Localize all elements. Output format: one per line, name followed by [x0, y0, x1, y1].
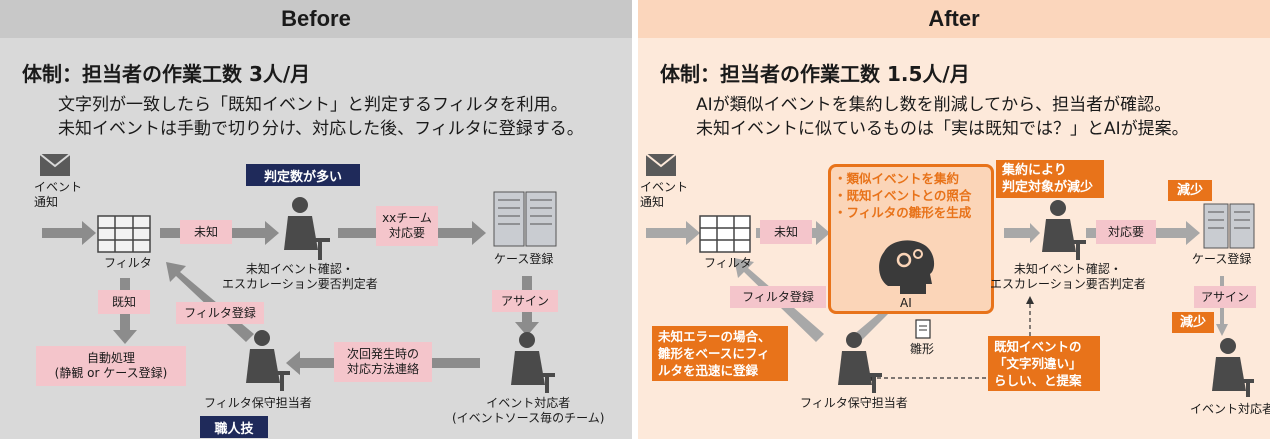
- callout-reduce: 集約により 判定対象が減少: [996, 160, 1104, 198]
- after-envelope-icon: [645, 153, 677, 176]
- callout-many: 判定数が多い: [246, 164, 360, 186]
- after-responder-label: イベント対応者: [1190, 402, 1270, 416]
- after-desc-1: AIが類似イベントを集約し数を削減してから、担当者が確認。: [696, 95, 1172, 115]
- document-icon: [915, 319, 931, 339]
- after-person-maintainer-icon: [838, 332, 882, 393]
- callout-unknown-err: 未知エラーの場合、 雛形をベースにフィ ルタを迅速に登録: [652, 326, 788, 381]
- before-case-label: ケース登録: [494, 252, 554, 266]
- after-case-label: ケース登録: [1192, 252, 1252, 266]
- after-person-confirm-icon: [1042, 200, 1086, 260]
- decrease-badge-2: 減少: [1172, 312, 1214, 333]
- after-panel: After 体制：担当者の作業工数 1.5人/月 AIが類似イベントを集約し数を…: [638, 0, 1270, 439]
- before-responder-label: イベント対応者 (イベントソース毎のチーム): [452, 396, 605, 425]
- after-unknown-box: 未知: [760, 220, 812, 244]
- after-filter-reg-box: フィルタ登録: [730, 286, 826, 308]
- callout-suggest: 既知イベントの 「文字列違い」 らしい、と提案: [988, 336, 1100, 391]
- before-unknown-box: 未知: [180, 220, 232, 244]
- ai-label: AI: [900, 296, 912, 310]
- person-confirm-icon: [284, 197, 330, 260]
- after-confirm-label: 未知イベント確認・ エスカレーション要否判定者: [990, 262, 1146, 291]
- ai-head-icon: [879, 240, 935, 294]
- xx-team-box: xxチーム 対応要: [376, 206, 438, 246]
- after-person-responder-icon: [1212, 338, 1254, 397]
- after-desc-2: 未知イベントに似ているものは「実は既知では？」とAIが提案。: [696, 119, 1189, 139]
- before-desc-1: 文字列が一致したら「既知イベント」と判定するフィルタを利用。: [58, 95, 568, 115]
- after-filter-label: フィルタ: [704, 256, 752, 270]
- before-desc-2: 未知イベントは手動で切り分け、対応した後、フィルタに登録する。: [58, 119, 584, 139]
- craft-badge: 職人技: [200, 416, 268, 438]
- known-box: 既知: [98, 290, 150, 314]
- server-icon: [493, 191, 557, 247]
- before-assign-box: アサイン: [492, 290, 558, 312]
- person-responder-icon: [511, 332, 555, 393]
- after-maintainer-label: フィルタ保守担当者: [800, 396, 908, 410]
- after-filter-grid-icon: [699, 215, 751, 253]
- auto-box: 自動処理 (静観 or ケース登録): [36, 346, 186, 386]
- next-time-box: 次回発生時の 対応方法連絡: [334, 342, 432, 382]
- panel-divider: [632, 0, 638, 439]
- before-maintainer-label: フィルタ保守担当者: [204, 396, 312, 410]
- after-assign-box: アサイン: [1194, 286, 1256, 308]
- ai-points: ・類似イベントを集約 ・既知イベントとの照合 ・フィルタの雛形を生成: [834, 171, 972, 220]
- after-event-label: イベント 通知: [640, 180, 689, 209]
- before-confirm-label: 未知イベント確認・ エスカレーション要否判定者: [222, 262, 378, 291]
- before-title: 体制：担当者の作業工数 3人/月: [22, 62, 311, 86]
- envelope-icon: [39, 153, 71, 176]
- before-header: Before: [0, 0, 632, 38]
- before-filter-label: フィルタ: [104, 256, 152, 270]
- after-title: 体制：担当者の作業工数 1.5人/月: [660, 62, 970, 86]
- response-needed-box: 対応要: [1096, 220, 1156, 244]
- before-event-label: イベント 通知: [34, 180, 83, 209]
- person-maintainer-icon: [246, 330, 290, 391]
- after-header: After: [638, 0, 1270, 38]
- before-filter-reg-box: フィルタ登録: [176, 302, 264, 324]
- template-label: 雛形: [910, 342, 935, 356]
- after-server-icon: [1203, 203, 1255, 249]
- filter-grid-icon: [97, 215, 151, 253]
- decrease-badge-1: 減少: [1168, 180, 1212, 201]
- before-panel: Before 体制：担当者の作業工数 3人/月 文字列が一致したら「既知イベント…: [0, 0, 632, 439]
